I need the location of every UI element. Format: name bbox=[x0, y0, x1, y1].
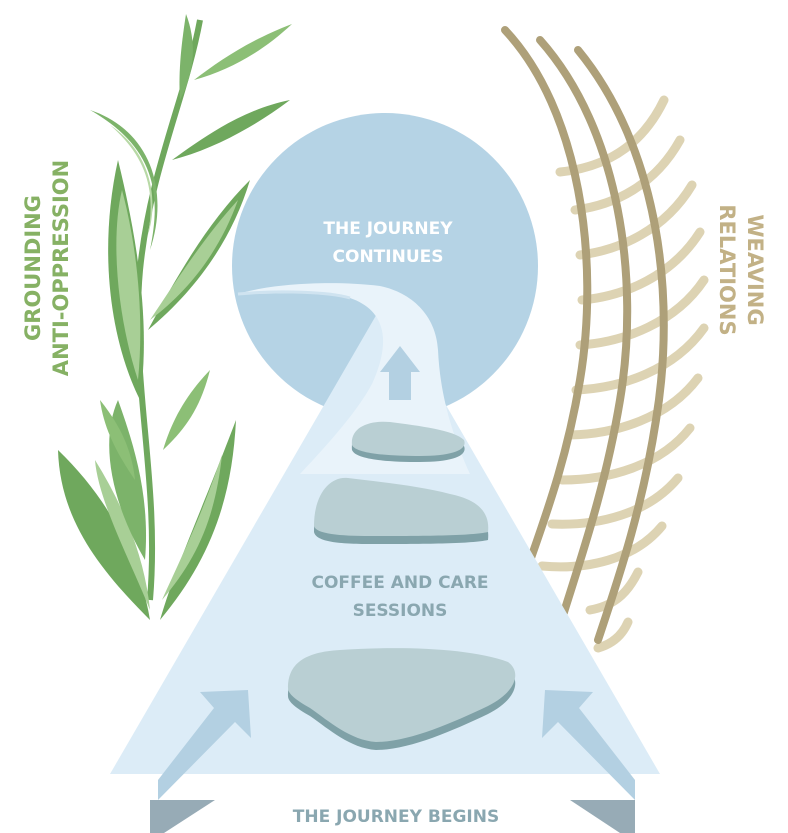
stepping-stone-large bbox=[288, 648, 516, 750]
journey-continues-circle bbox=[232, 113, 538, 419]
journey-continues-label: THE JOURNEY bbox=[323, 219, 453, 239]
anti-oppression-label: ANTI-OPPRESSION bbox=[49, 160, 73, 376]
relations-label: RELATIONS bbox=[715, 204, 739, 335]
weaving-strands-icon bbox=[501, 26, 709, 653]
weaving-label: WEAVING bbox=[743, 214, 767, 325]
left-entry-arrow-icon bbox=[150, 690, 251, 833]
grounding-label: GROUNDING bbox=[21, 195, 45, 341]
right-entry-arrow-icon bbox=[542, 690, 635, 833]
stepping-stone-medium bbox=[314, 477, 489, 544]
journey-begins-label: THE JOURNEY BEGINS bbox=[293, 807, 499, 827]
coffee-care-label-line2: SESSIONS bbox=[353, 601, 448, 621]
stepping-stone-small bbox=[351, 421, 465, 462]
grounding-plant-icon bbox=[58, 14, 292, 620]
up-arrow-icon bbox=[380, 346, 420, 400]
coffee-care-label: COFFEE AND CARE bbox=[311, 573, 488, 593]
journey-continues-label-line2: CONTINUES bbox=[333, 247, 444, 267]
